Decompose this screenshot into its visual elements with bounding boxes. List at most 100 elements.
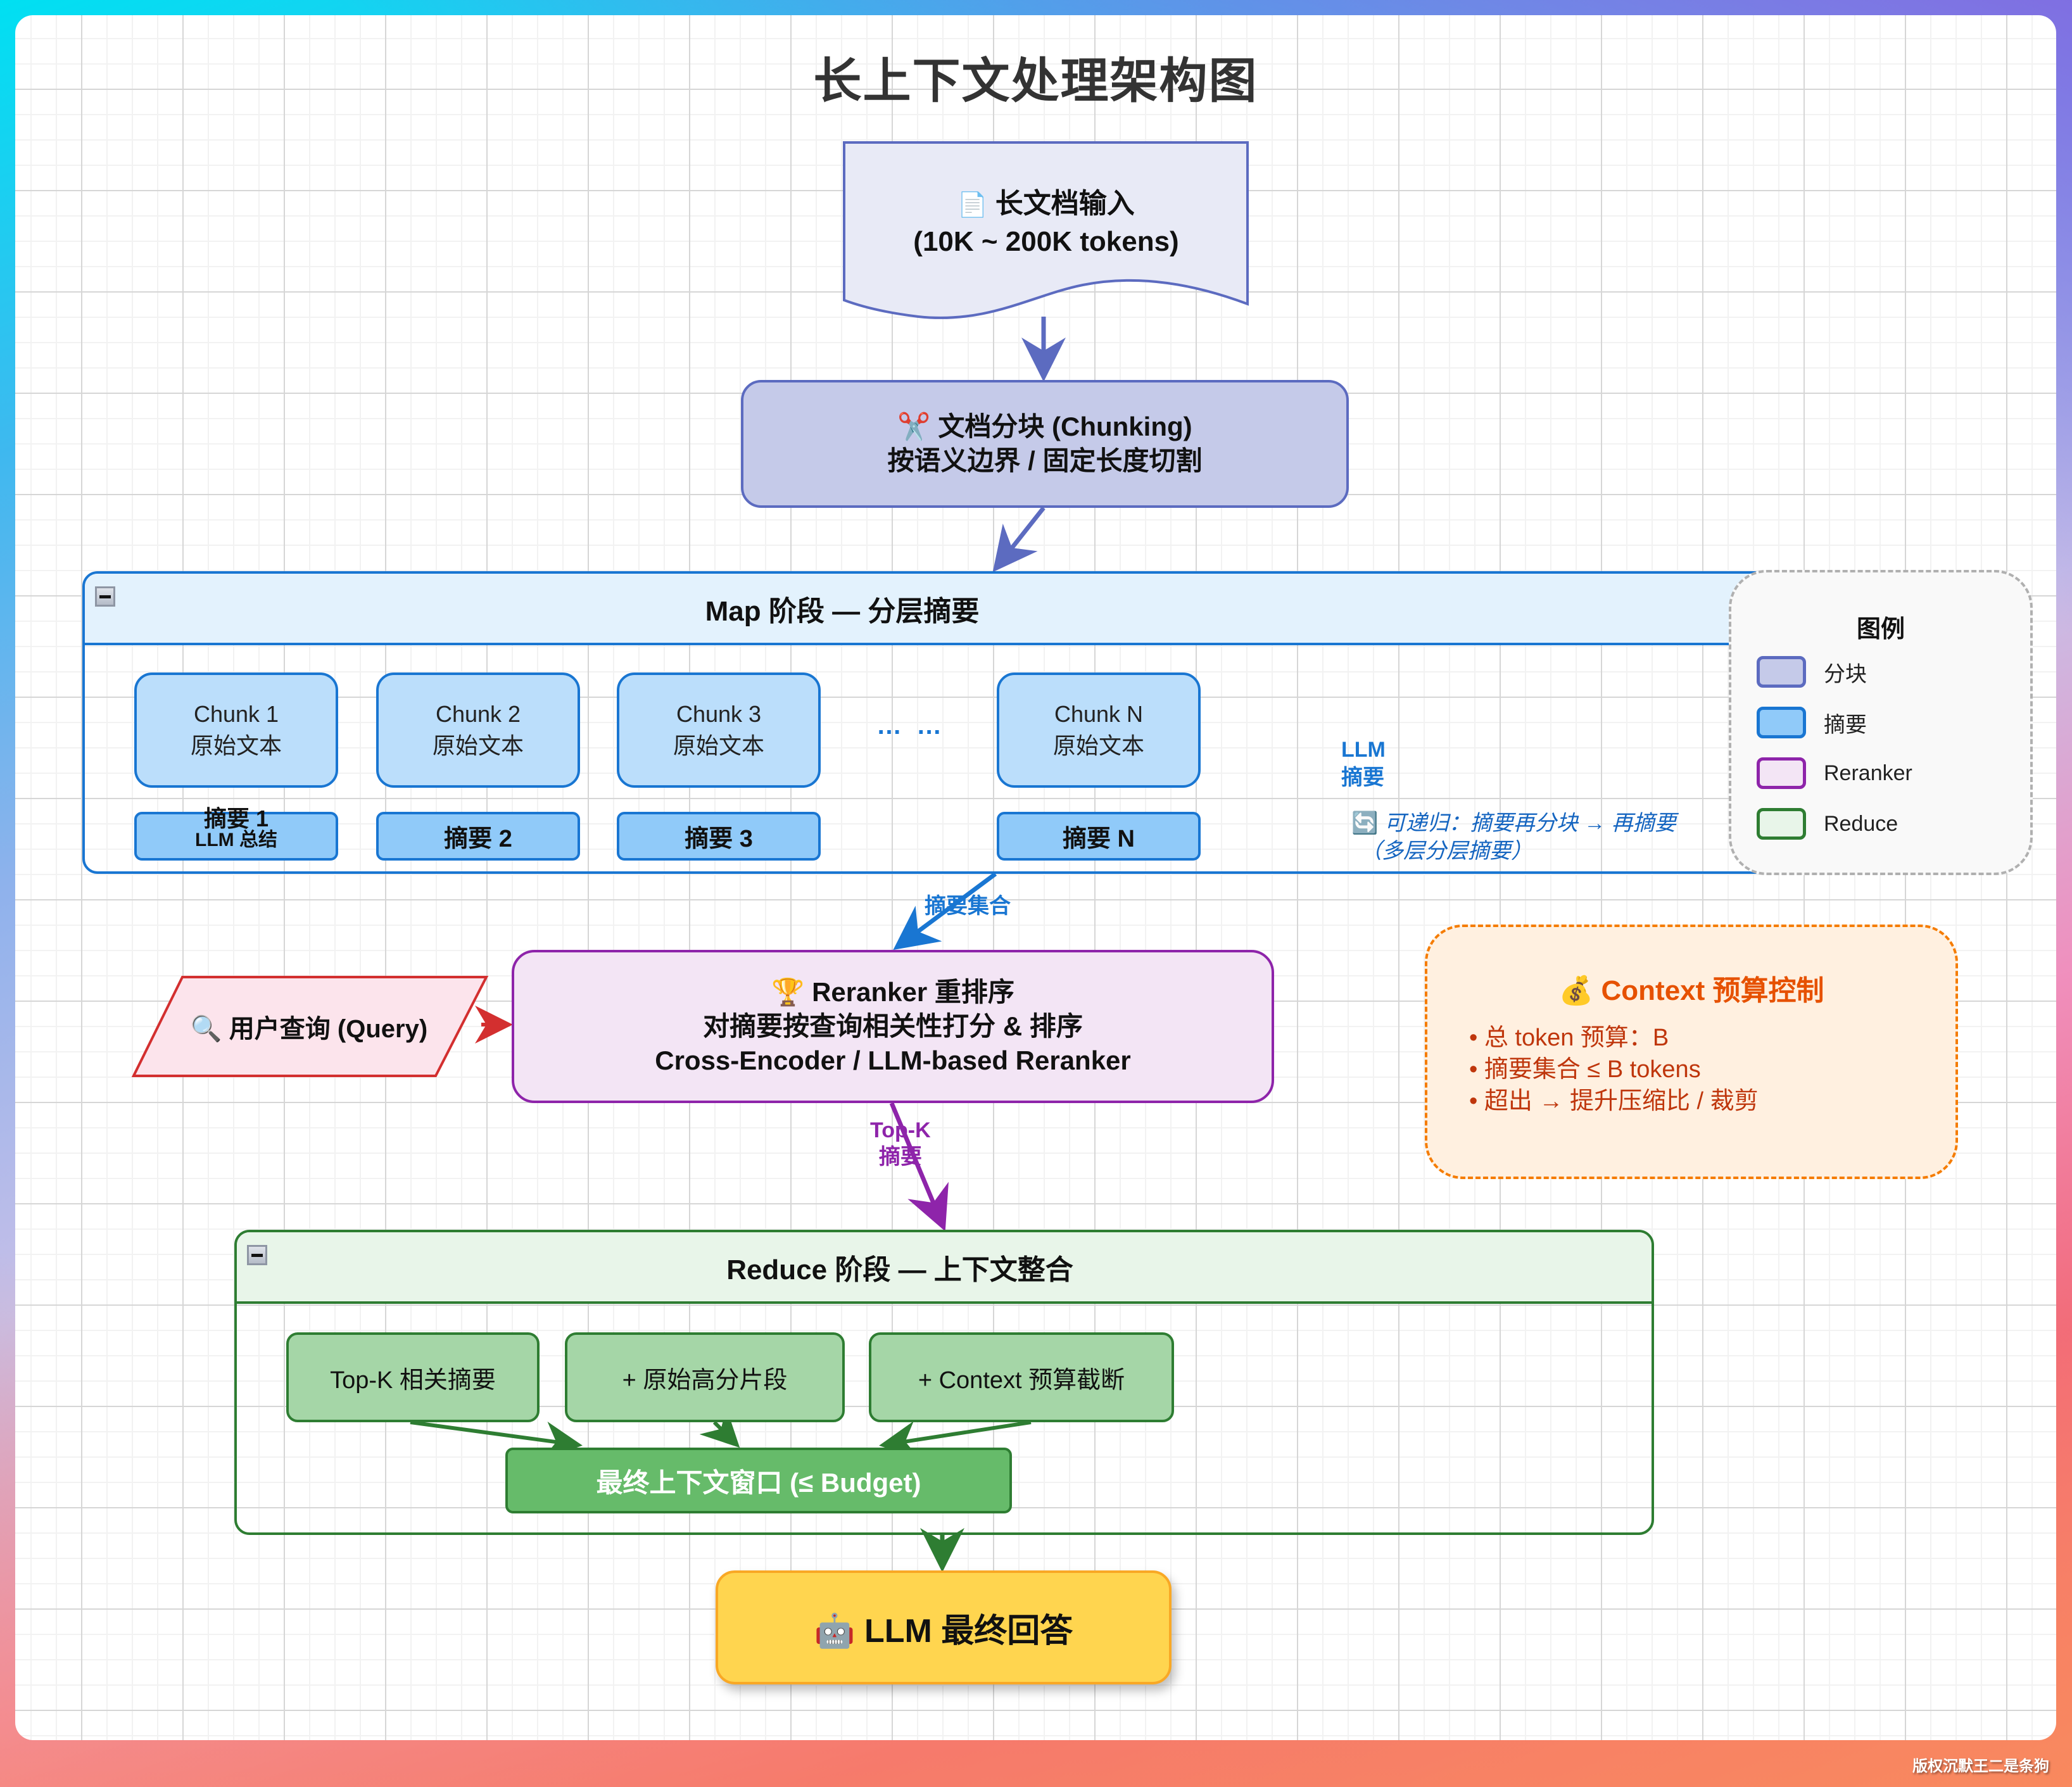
reranker-title: Reranker 重排序 [812, 977, 1014, 1007]
edge-topk-to-final [410, 1420, 583, 1460]
reduce-item-budget-truncation[interactable]: + Context 预算截断 [869, 1332, 1174, 1422]
chunk-node[interactable]: Chunk 3 原始文本 [617, 672, 821, 788]
llm-final-answer-node[interactable]: 🤖 LLM 最终回答 [716, 1570, 1172, 1684]
recursive-note-line2: （多层分层摘要） [1360, 839, 1532, 863]
legend-label: Reduce [1824, 811, 1898, 836]
map-stage-header: Map 阶段 — 分层摘要 [85, 574, 1916, 645]
reduce-connectors [410, 1407, 1032, 1460]
page-icon: 📄 [957, 192, 988, 218]
legend-item-summary: 摘要 [1757, 707, 1867, 738]
edge-label-topk: Top-K 摘要 [870, 1117, 931, 1170]
map-collapse-button[interactable] [95, 586, 115, 607]
money-bag-icon: 💰 [1558, 975, 1594, 1006]
context-budget-item: • 超出 → 提升压缩比 / 裁剪 [1469, 1088, 1759, 1115]
legend-label: 分块 [1824, 662, 1867, 686]
chunk-subtitle: 原始文本 [432, 733, 524, 759]
user-query-node[interactable]: 🔍 用户查询 (Query) [132, 975, 512, 1078]
legend-item-chunking: 分块 [1757, 656, 1867, 688]
refresh-icon: 🔄 [1351, 811, 1379, 835]
reduce-stage-title: Reduce 阶段 — 上下文整合 [726, 1254, 1073, 1285]
chunking-node[interactable]: ✂️ 文档分块 (Chunking) 按语义边界 / 固定长度切割 [741, 380, 1349, 508]
scissors-icon: ✂️ [897, 412, 931, 441]
reranker-methods: Cross-Encoder / LLM-based Reranker [655, 1045, 1131, 1075]
legend-label: 摘要 [1824, 712, 1867, 737]
reduce-item-raw-segments[interactable]: + 原始高分片段 [565, 1332, 845, 1422]
diagram-title: 长上下文处理架构图 [813, 54, 1258, 108]
doc-input-title: 长文档输入 [995, 188, 1135, 219]
reduce-item-label: Top-K 相关摘要 [330, 1367, 496, 1394]
recursive-note: 🔄 可递归：摘要再分块 → 再摘要 （多层分层摘要） [1351, 809, 1676, 865]
chunk-title: Chunk 2 [435, 701, 521, 727]
chunk-title: Chunk N [1054, 701, 1144, 727]
query-shape [132, 976, 489, 1077]
legend-title: 图例 [1856, 616, 1905, 643]
copyright-watermark: 版权沉默王二是条狗 [1912, 1758, 2049, 1775]
chunk-subtitle: 原始文本 [673, 733, 764, 759]
summary-subtitle: LLM 总结 [195, 829, 277, 850]
context-budget-title: 💰 Context 预算控制 [1427, 968, 1955, 1008]
summary-node[interactable]: 摘要 1 LLM 总结 [134, 807, 338, 861]
final-context-window-label: 最终上下文窗口 (≤ Budget) [596, 1467, 921, 1498]
legend-item-reduce: Reduce [1757, 808, 1898, 840]
llm-summary-label: LLM 摘要 [1341, 736, 1386, 792]
llm-final-label: LLM 最终回答 [864, 1612, 1073, 1650]
summary-title: 摘要 N [1062, 826, 1135, 852]
legend-label: Reranker [1824, 761, 1912, 785]
robot-icon: 🤖 [814, 1612, 856, 1650]
query-label: 用户查询 (Query) [229, 1015, 428, 1043]
edge-reranker-to-reduce [889, 1102, 949, 1232]
chunk-subtitle: 原始文本 [190, 733, 282, 759]
final-context-window[interactable]: 最终上下文窗口 (≤ Budget) [505, 1448, 1012, 1513]
edge-label-topk-line1: Top-K [870, 1118, 931, 1142]
reduce-collapse-button[interactable] [247, 1245, 267, 1265]
reranker-node[interactable]: 🏆 Reranker 重排序 对摘要按查询相关性打分 & 排序 Cross-En… [512, 950, 1274, 1103]
document-shape [843, 141, 1249, 319]
edge-label-summary-set: 摘要集合 [925, 894, 1011, 918]
context-budget-title-text: Context 预算控制 [1601, 975, 1824, 1006]
magnifier-icon: 🔍 [190, 1015, 222, 1043]
minus-icon [251, 1253, 263, 1257]
context-budget-item: • 总 token 预算：B [1469, 1025, 1669, 1051]
reduce-item-label: + 原始高分片段 [622, 1367, 788, 1394]
edge-label-topk-line2: 摘要 [878, 1145, 922, 1169]
context-budget-panel: 💰 Context 预算控制 • 总 token 预算：B • 摘要集合 ≤ B… [1425, 925, 1958, 1179]
chunk-node[interactable]: Chunk 2 原始文本 [376, 672, 580, 788]
legend-panel: 图例 分块 摘要 Reranker Reduce [1729, 570, 2033, 875]
connectors [475, 317, 1066, 1572]
chunk-ellipsis: … … [876, 712, 946, 740]
legend-swatch [1757, 707, 1806, 738]
map-stage-title: Map 阶段 — 分层摘要 [705, 595, 980, 627]
chunk-title: Chunk 3 [676, 701, 762, 727]
reduce-stage-header: Reduce 阶段 — 上下文整合 [237, 1232, 1652, 1304]
recursive-note-line1: 可递归：摘要再分块 → 再摘要 [1384, 811, 1676, 835]
context-budget-item: • 摘要集合 ≤ B tokens [1469, 1056, 1701, 1083]
llm-label-line2: 摘要 [1341, 766, 1384, 790]
reranker-description: 对摘要按查询相关性打分 & 排序 [703, 1011, 1083, 1041]
document-input-node[interactable]: 📄 长文档输入 (10K ~ 200K tokens) [842, 141, 1250, 331]
legend-swatch [1757, 808, 1806, 840]
context-budget-list: • 总 token 预算：B • 摘要集合 ≤ B tokens • 超出 → … [1469, 1022, 1759, 1117]
summary-node[interactable]: 摘要 N [997, 812, 1201, 861]
edge-raw-to-final [699, 1407, 740, 1448]
llm-label-line1: LLM [1341, 738, 1386, 762]
summary-node[interactable]: 摘要 2 [376, 812, 580, 861]
trophy-icon: 🏆 [771, 977, 805, 1007]
summary-node[interactable]: 摘要 3 [617, 812, 821, 861]
reduce-item-topk-summaries[interactable]: Top-K 相关摘要 [286, 1332, 540, 1422]
chunk-node[interactable]: Chunk N 原始文本 [997, 672, 1201, 788]
map-stage-group[interactable]: Map 阶段 — 分层摘要 Chunk 1 原始文本 Chunk 2 原始文本 … [82, 571, 1919, 874]
legend-item-reranker: Reranker [1757, 757, 1912, 789]
summary-title: 摘要 3 [685, 826, 753, 852]
doc-input-token-range: (10K ~ 200K tokens) [913, 226, 1179, 257]
reduce-stage-group[interactable]: Reduce 阶段 — 上下文整合 Top-K 相关摘要 + 原始高分片段 + … [234, 1230, 1654, 1535]
edge-map-to-reranker [893, 872, 997, 950]
reduce-item-label: + Context 预算截断 [918, 1367, 1125, 1394]
edge-chunking-to-map [992, 506, 1045, 572]
chunk-title: Chunk 1 [193, 701, 279, 727]
summary-title: 摘要 2 [444, 826, 512, 852]
summary-title: 摘要 1 [203, 805, 269, 831]
chunking-title: 文档分块 (Chunking) [938, 412, 1192, 441]
legend-swatch [1757, 656, 1806, 688]
legend-swatch [1757, 757, 1806, 789]
chunk-node[interactable]: Chunk 1 原始文本 [134, 672, 338, 788]
